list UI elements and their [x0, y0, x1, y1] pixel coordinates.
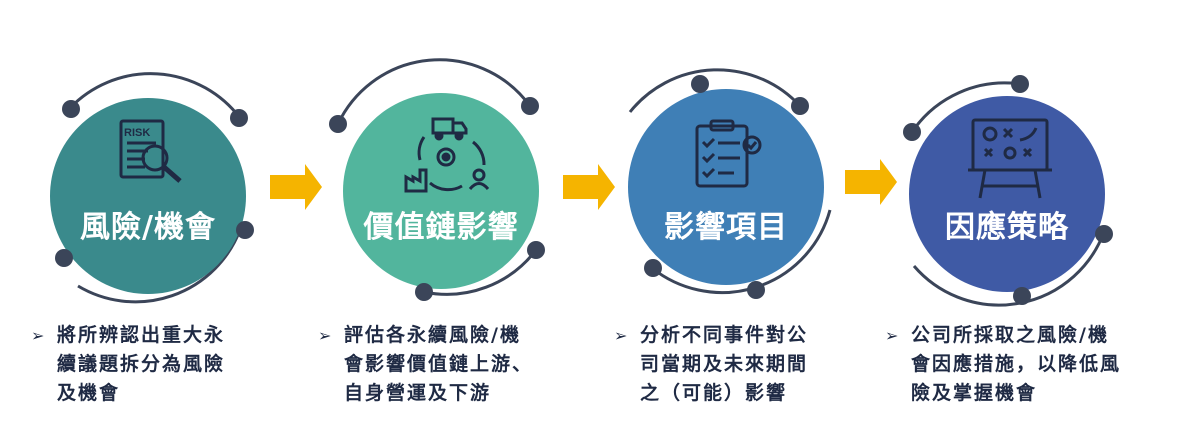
orbit-dot — [747, 281, 765, 299]
step-3-description: ➢ 分析不同事件對公 司當期及未來期間 之（可能）影響 — [614, 321, 809, 408]
step-4-node — [903, 75, 1113, 307]
orbit-dot — [236, 221, 254, 239]
orbit-dot — [62, 100, 80, 118]
svg-text:RISK: RISK — [124, 127, 150, 139]
orbit-dot — [329, 115, 347, 133]
orbit-arc — [910, 81, 1021, 133]
orbit-arc — [77, 229, 242, 304]
step-1-node — [50, 72, 254, 304]
description-line: 分析不同事件對公 — [640, 324, 809, 346]
description-line: 及機會 — [57, 382, 121, 404]
description-line: 將所辨認出重大永 — [57, 324, 226, 346]
orbit-dot — [791, 97, 809, 115]
orbit-arc — [423, 249, 538, 296]
bullet-icon: ➢ — [318, 326, 334, 345]
orbit-arc — [336, 58, 532, 125]
orbit-dot — [521, 97, 539, 115]
description-line: 自身營運及下游 — [344, 382, 492, 404]
bullet-icon: ➢ — [31, 326, 47, 345]
orbit-dot — [230, 109, 248, 127]
step-3-title: 影響項目 — [664, 210, 788, 245]
clipboard-checklist-icon — [695, 119, 762, 188]
flow-arrow-3 — [845, 159, 897, 205]
step-2-description: ➢ 評估各永續風險/機 會影響價值鏈上游、 自身營運及下游 — [318, 321, 534, 408]
orbit-dot — [1011, 75, 1029, 93]
step-2-title: 價值鏈影響 — [363, 210, 519, 245]
orbit-dot — [527, 241, 545, 259]
description-line: 司當期及未來期間 — [640, 353, 809, 375]
step-4-description: ➢ 公司所採取之風險/機 會因應措施，以降低風 險及掌握機會 — [885, 321, 1122, 408]
description-line: 續議題拆分為風險 — [57, 353, 226, 375]
supply-chain-cycle-icon — [404, 117, 490, 193]
flow-arrow-2 — [563, 164, 615, 210]
step-1-circle — [50, 98, 246, 294]
description-line: 評估各永續風險/機 — [344, 324, 521, 346]
flow-arrow-1 — [270, 164, 322, 210]
orbit-dot — [415, 283, 433, 301]
description-line: 之（可能）影響 — [640, 382, 788, 404]
orbit-arc — [68, 72, 242, 119]
bullet-icon: ➢ — [885, 326, 901, 345]
step-1-title: 風險/機會 — [80, 210, 216, 245]
step-4-circle — [909, 96, 1105, 292]
step-2-node — [329, 58, 545, 301]
description-line: 會影響價值鏈上游、 — [344, 353, 534, 375]
orbit-dot — [1095, 225, 1113, 243]
orbit-dot — [55, 249, 73, 267]
description-line: 會因應措施，以降低風 — [911, 353, 1122, 375]
description-line: 公司所採取之風險/機 — [911, 324, 1109, 346]
bullet-icon: ➢ — [614, 326, 630, 345]
strategy-board-icon — [968, 118, 1052, 199]
orbit-dot — [1013, 287, 1031, 305]
step-3-node — [628, 68, 832, 299]
step-2-circle — [343, 93, 539, 289]
description-line: 險及掌握機會 — [911, 382, 1038, 404]
orbit-dot — [691, 75, 709, 93]
orbit-arc — [628, 68, 802, 113]
step-1-description: ➢ 將所辨認出重大永 續議題拆分為風險 及機會 — [31, 321, 226, 408]
orbit-dot — [644, 259, 662, 277]
risk-document-magnifier-icon: RISK — [119, 119, 182, 183]
orbit-dot — [903, 123, 921, 141]
step-4-title: 因應策略 — [945, 210, 1069, 245]
